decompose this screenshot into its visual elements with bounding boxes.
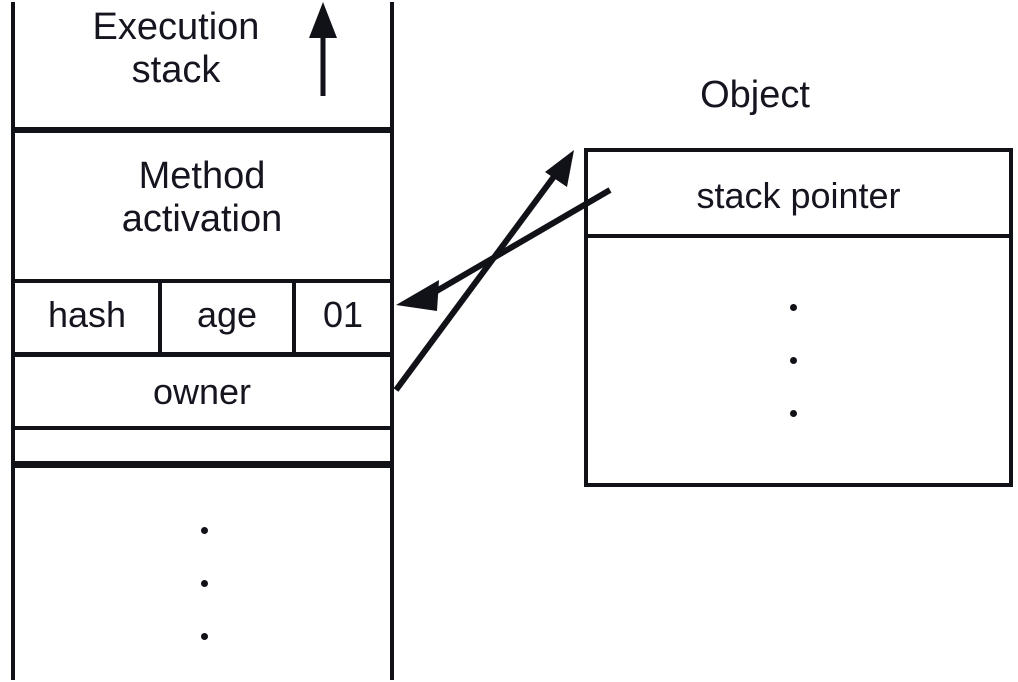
object-row-divider xyxy=(584,234,1013,238)
stack-caption-divider xyxy=(11,127,394,133)
flag-cell[interactable]: 01 xyxy=(322,294,364,335)
execution-stack-caption: Execution stack xyxy=(92,6,260,91)
object-caption: Object xyxy=(700,74,810,116)
hash-cell[interactable]: hash xyxy=(47,294,127,335)
execution-stack: Execution stack Method activation hash a… xyxy=(0,0,400,682)
up-arrow-icon xyxy=(309,2,337,96)
stack-pointer-row[interactable]: stack pointer xyxy=(696,175,901,216)
owner-row[interactable]: owner xyxy=(152,371,252,412)
slot-divider-1 xyxy=(158,283,162,352)
slot-row-top-divider xyxy=(11,279,394,283)
slot-row-bottom-divider xyxy=(11,352,394,357)
owner-row-bottom-divider xyxy=(11,426,394,430)
stack-left-border xyxy=(11,2,15,680)
stack-right-border xyxy=(390,2,394,680)
age-cell[interactable]: age xyxy=(196,294,258,335)
activation-frame-bottom-divider xyxy=(11,461,394,468)
method-activation-label: Method activation xyxy=(121,155,283,240)
stack-pointer-to-flag-arrow xyxy=(396,187,612,311)
empty-row xyxy=(16,434,388,460)
object-box xyxy=(584,148,1013,487)
owner-to-object-arrow xyxy=(393,150,574,392)
slot-divider-2 xyxy=(292,283,296,352)
object-body-ellipsis xyxy=(790,304,797,417)
stack-remainder-ellipsis xyxy=(201,527,208,640)
